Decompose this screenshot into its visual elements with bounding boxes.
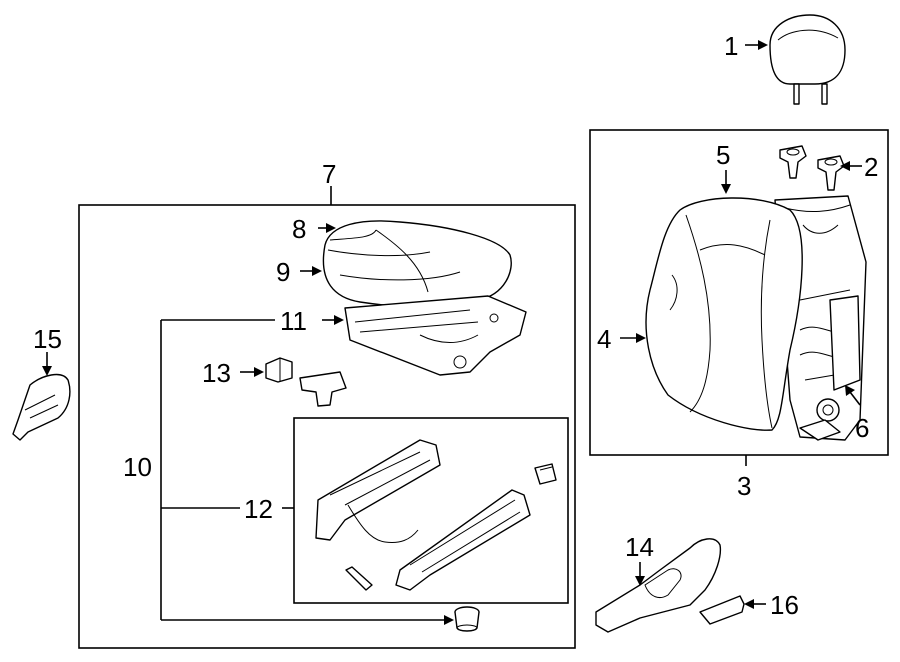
clip-part [265, 357, 293, 383]
callout-13: 13 [202, 358, 231, 388]
side-shield-part [595, 538, 722, 633]
callout-15: 15 [33, 324, 62, 354]
leader-lines [42, 40, 862, 625]
bracket-part [299, 371, 347, 407]
headrest-guide-part [779, 145, 845, 191]
seat-track-part [315, 439, 557, 591]
callout-14: 14 [625, 532, 654, 562]
seatback-cover-part [645, 197, 803, 431]
callout-4: 4 [597, 324, 611, 354]
callout-16: 16 [770, 590, 799, 620]
callout-10: 10 [123, 452, 152, 482]
callout-2: 2 [864, 152, 878, 182]
cushion-frame-part [344, 295, 527, 376]
knob-part [699, 595, 745, 625]
callout-9: 9 [276, 257, 290, 287]
seatback-group-box [589, 129, 889, 456]
callout-3: 3 [737, 471, 751, 501]
callout-11: 11 [280, 306, 307, 336]
cushion-group-box [78, 204, 576, 649]
callout-1: 1 [724, 31, 738, 61]
side-cover-part [12, 373, 71, 441]
callout-8: 8 [292, 214, 306, 244]
headrest-part [769, 14, 846, 105]
seat-cushion-part [322, 220, 512, 308]
callout-5: 5 [716, 140, 730, 170]
callout-7: 7 [322, 159, 336, 189]
callout-6: 6 [855, 413, 869, 443]
cap-part [454, 606, 480, 632]
track-group-box [293, 417, 569, 604]
callout-12: 12 [244, 494, 273, 524]
